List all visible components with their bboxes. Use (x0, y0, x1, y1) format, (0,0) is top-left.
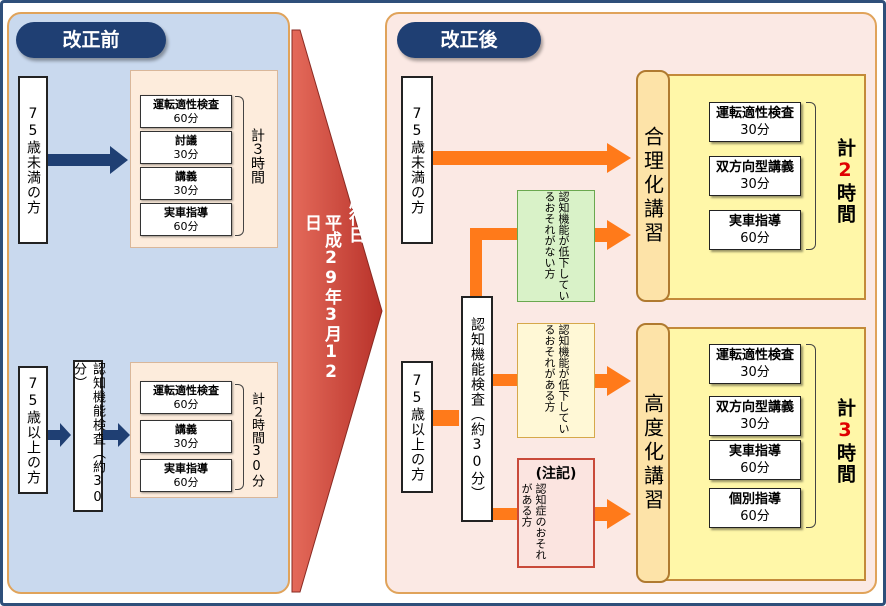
rational-bracket (806, 102, 816, 250)
item-name: 個別指導 (728, 492, 781, 507)
item-name: 実車指導 (728, 444, 781, 459)
item-time: 60分 (740, 509, 770, 524)
before-title: 改正前 (16, 22, 166, 58)
after-flow-arrows (433, 143, 631, 529)
item-time: 60分 (740, 231, 770, 246)
rational-item-1: 双方向型講義 30分 (709, 156, 801, 196)
after-under75-label: 75歳未満の方 (401, 76, 433, 244)
condition-dementia-box: (注記) 認知症のおそれがある方 (517, 458, 595, 568)
total-number: 3 (834, 419, 856, 443)
item-name: 実車指導 (728, 214, 781, 229)
item-name: 双方向型講義 (715, 160, 794, 175)
total-prefix: 計 (834, 138, 856, 159)
before-check-label: 認知機能検査（約30分） (71, 360, 105, 512)
advanced-item-3: 個別指導 60分 (709, 488, 801, 528)
item-name: 運転適性検査 (715, 106, 794, 121)
before-under75-label: 75歳未満の方 (18, 76, 48, 244)
after-check-label: 認知機能検査（約30分） (461, 296, 493, 522)
before-under75-total: 計３時間 (249, 128, 265, 184)
item-time: 30分 (173, 147, 199, 161)
item-name: 実車指導 (164, 205, 208, 219)
condition-decline: 認知機能が低下しているおそれがある方 (517, 323, 595, 438)
before-under75-bracket (235, 96, 244, 236)
rational-course-label: 合理化講習 (636, 70, 670, 302)
item-time: 30分 (740, 365, 770, 380)
advanced-bracket (806, 344, 816, 528)
advanced-item-1: 双方向型講義 30分 (709, 396, 801, 436)
rational-item-0: 運転適性検査 30分 (709, 102, 801, 142)
item-time: 60分 (173, 111, 199, 125)
before-over75-bracket (235, 384, 244, 490)
transition-date: 平成29年3月12日 (301, 214, 341, 382)
before-over75-arrow-2 (103, 423, 130, 447)
item-time: 60分 (173, 219, 199, 233)
after-title: 改正後 (397, 22, 541, 58)
item-name: 講義 (175, 169, 197, 183)
item-time: 60分 (173, 397, 199, 411)
total-suffix: 時間 (834, 443, 856, 485)
item-time: 30分 (173, 436, 199, 450)
after-over75-label: 75歳以上の方 (401, 361, 433, 493)
advanced-total: 計3時間 (832, 398, 859, 485)
rational-item-2: 実車指導 60分 (709, 210, 801, 250)
advanced-course-label: 高度化講習 (636, 323, 670, 583)
total-suffix: 時間 (834, 183, 856, 225)
item-time: 30分 (173, 183, 199, 197)
item-name: 運転適性検査 (153, 97, 219, 111)
note-label: (注記) (535, 466, 577, 482)
transition-text: 施行日 平成29年3月12日 (298, 192, 368, 392)
rational-total: 計2時間 (832, 138, 859, 225)
condition-no-decline: 認知機能が低下しているおそれがない方 (517, 190, 595, 302)
item-name: 実車指導 (164, 461, 208, 475)
item-time: 30分 (740, 177, 770, 192)
advanced-item-2: 実車指導 60分 (709, 440, 801, 480)
item-name: 双方向型講義 (715, 400, 794, 415)
before-under75-arrow (48, 146, 128, 174)
item-time: 30分 (740, 417, 770, 432)
before-over75-label: 75歳以上の方 (18, 366, 48, 494)
total-prefix: 計 (834, 398, 856, 419)
item-time: 30分 (740, 123, 770, 138)
transition-label: 施行日 (345, 192, 365, 243)
item-name: 講義 (175, 422, 197, 436)
transition-chevron (291, 29, 383, 593)
before-over75-arrow-1 (48, 423, 71, 447)
item-name: 運転適性検査 (153, 383, 219, 397)
total-number: 2 (834, 159, 856, 183)
item-name: 討議 (175, 133, 197, 147)
item-name: 運転適性検査 (715, 348, 794, 363)
before-over75-total: 計２時間30分 (249, 392, 264, 487)
advanced-item-0: 運転適性検査 30分 (709, 344, 801, 384)
item-time: 60分 (173, 475, 199, 489)
condition-dementia: 認知症のおそれがある方 (520, 483, 547, 560)
item-time: 60分 (740, 461, 770, 476)
